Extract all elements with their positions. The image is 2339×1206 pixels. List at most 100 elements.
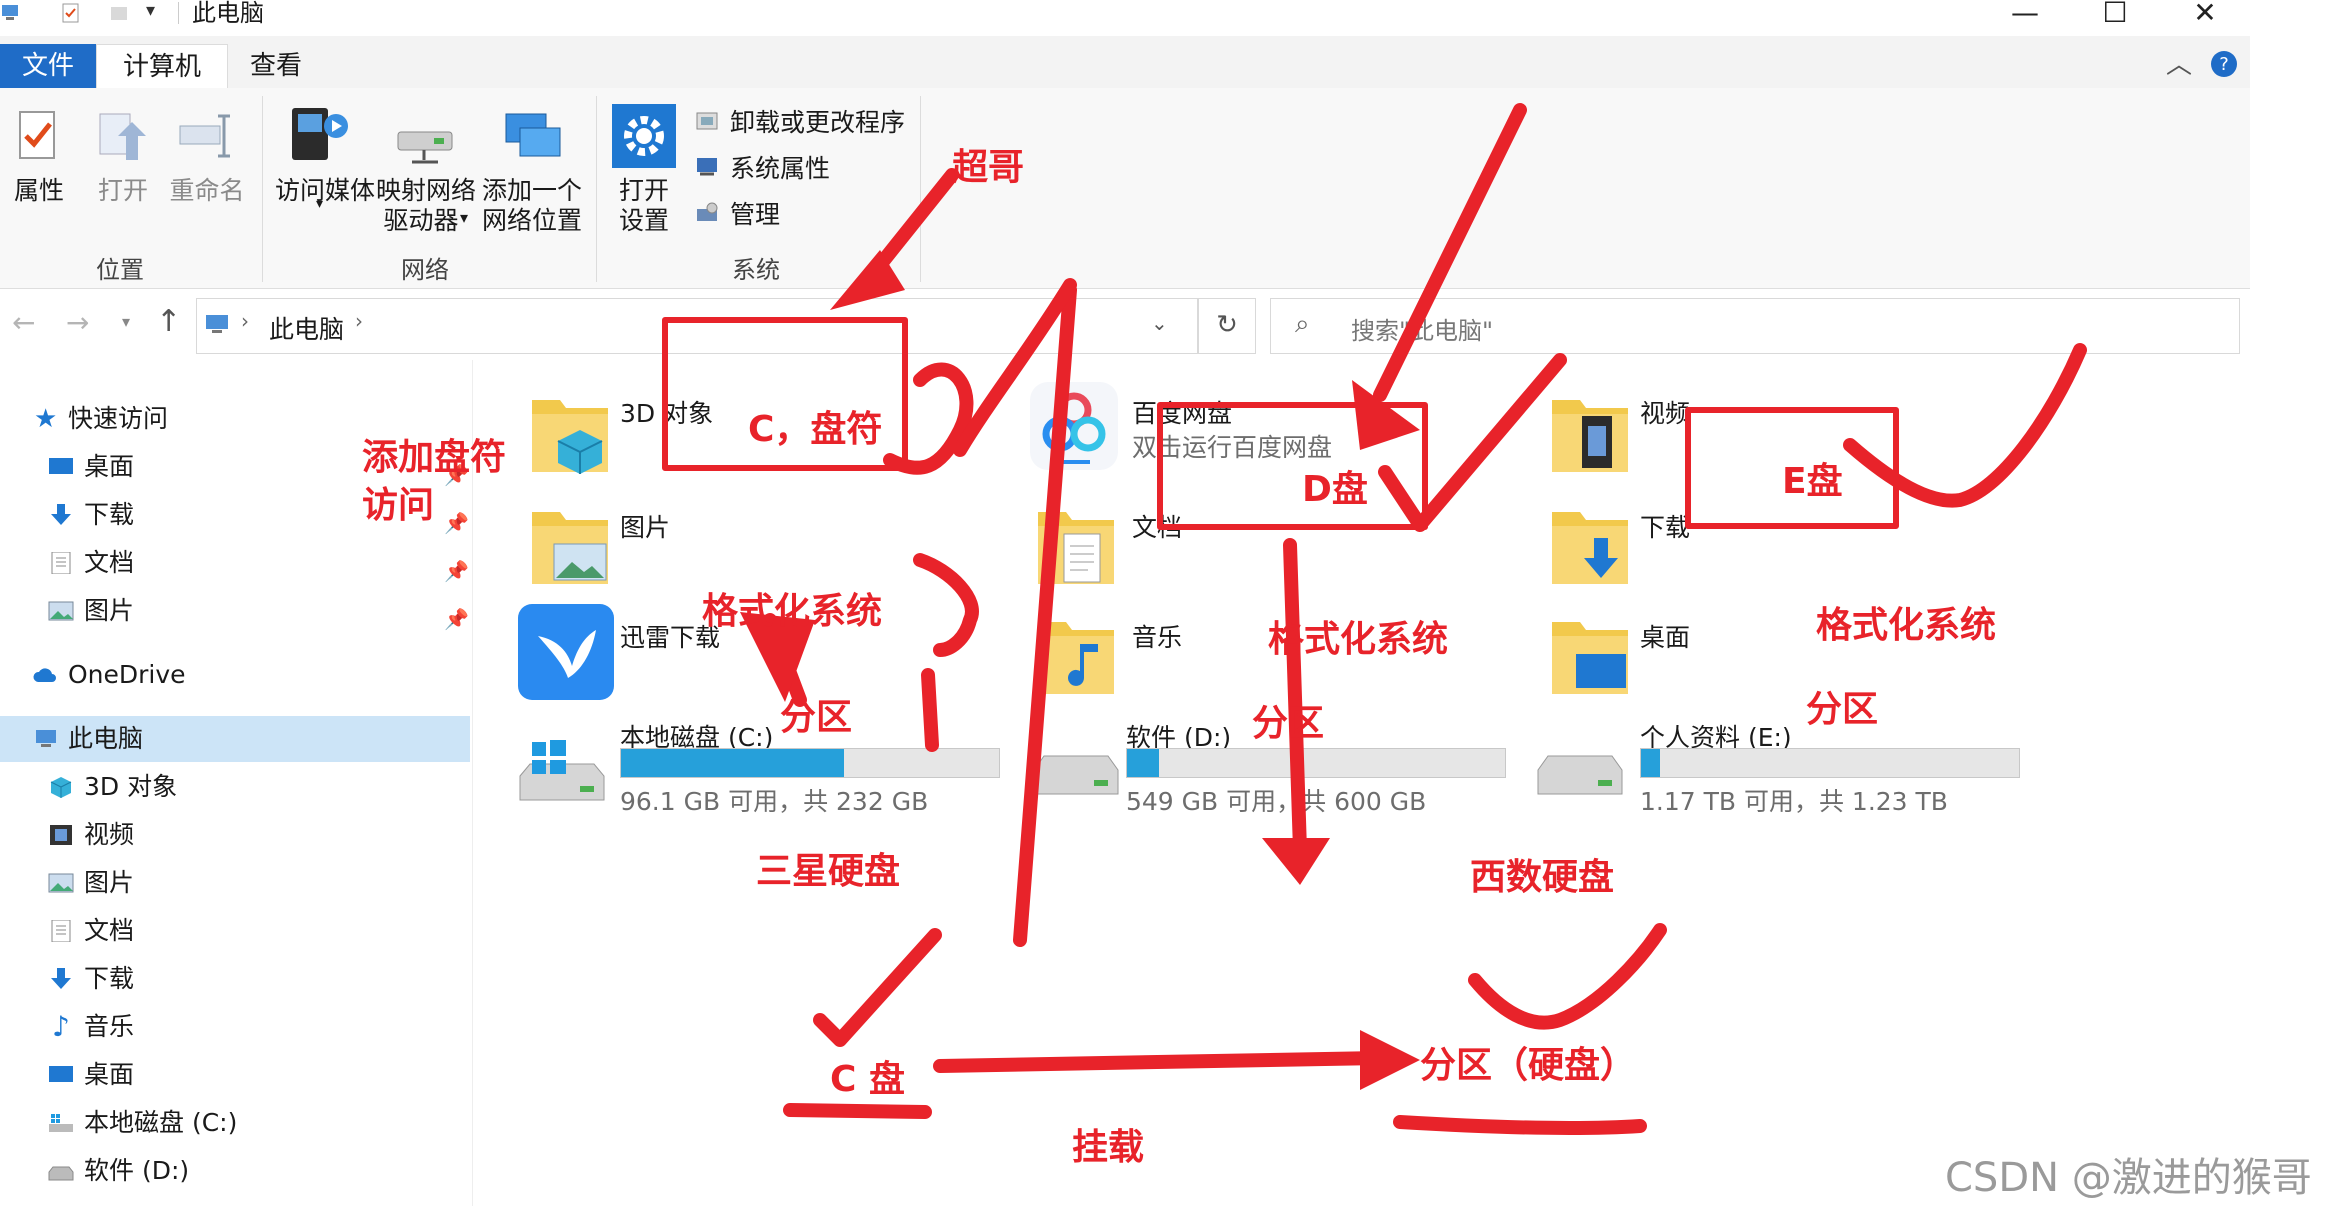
drive-name: 本地磁盘 (C:) (620, 723, 774, 752)
breadcrumb-chevron-icon[interactable]: › (355, 309, 363, 333)
nav-quick-access[interactable]: ★ 快速访问 (0, 396, 470, 442)
refresh-button[interactable]: ↻ (1198, 298, 1256, 354)
nav-label: 软件 (D:) (84, 1156, 190, 1185)
forward-button[interactable]: → (66, 306, 90, 339)
annotation-d-drive: D盘 (1302, 469, 1368, 510)
computer-icon[interactable] (0, 2, 22, 24)
minimize-button[interactable]: — (2011, 0, 2039, 29)
properties-check-icon[interactable] (60, 2, 82, 24)
download-arrow-icon (51, 968, 71, 989)
annotation-add-letter: 添加盘符 (362, 437, 507, 478)
videos-folder-icon (1552, 400, 1628, 472)
manage-icon (697, 202, 718, 221)
maximize-button[interactable]: ☐ (2102, 0, 2128, 29)
address-dropdown-icon[interactable]: ⌄ (1151, 311, 1168, 335)
nav-pictures[interactable]: 图片 (0, 860, 470, 906)
folder-documents[interactable]: 文档 (1026, 490, 1446, 590)
folder-videos[interactable]: 视频 (1540, 378, 1960, 478)
add-network-location-line1[interactable]: 添加一个 (481, 176, 582, 205)
nav-desktop[interactable]: 桌面 (0, 1052, 470, 1098)
nav-this-pc[interactable]: 此电脑 (0, 716, 470, 762)
folder-pictures[interactable]: 图片 (520, 490, 940, 590)
map-drive-dropdown-icon[interactable]: ▾ (460, 208, 469, 227)
windows-drive-icon (519, 740, 605, 801)
svg-text:?: ? (2219, 54, 2229, 75)
pin-icon[interactable]: 📌 (444, 511, 469, 535)
map-network-drive-icon (397, 131, 453, 164)
rename-button[interactable]: 重命名 (169, 176, 245, 205)
folder-desktop[interactable]: 桌面 (1540, 600, 1960, 704)
access-media-dropdown-icon[interactable]: ▾ (316, 196, 324, 212)
nav-qa-desktop[interactable]: 桌面 📌 (0, 444, 470, 490)
nav-documents[interactable]: 文档 (0, 908, 470, 954)
nav-local-disk-c[interactable]: 本地磁盘 (C:) (0, 1100, 470, 1146)
nav-videos[interactable]: 视频 (0, 812, 470, 858)
properties-button[interactable]: 属性 (13, 176, 64, 205)
app-xunlei[interactable]: 迅雷下载 (512, 600, 940, 704)
nav-3d-objects[interactable]: 3D 对象 (0, 764, 470, 810)
up-button[interactable]: ↑ (156, 304, 182, 339)
computer-icon (36, 730, 56, 747)
system-properties-button[interactable]: 系统属性 (730, 154, 831, 183)
annotation-format-c: 格式化系统 (702, 591, 883, 632)
close-button[interactable]: ✕ (2193, 0, 2217, 29)
nav-label: OneDrive (68, 660, 186, 689)
collapse-ribbon-icon[interactable]: ︿ (2166, 50, 2193, 80)
tab-view[interactable]: 查看 (250, 51, 303, 81)
title-bar: ▾ 此电脑 — ☐ ✕ (0, 0, 2250, 36)
nav-qa-downloads[interactable]: 下载 📌 (0, 492, 470, 538)
annotation-partition-d: 分区 (1252, 703, 1325, 744)
open-settings-line1[interactable]: 打开 (618, 176, 669, 205)
map-network-drive-line1[interactable]: 映射网络 (376, 176, 477, 205)
nav-music[interactable]: ♪ 音乐 (0, 1004, 470, 1050)
address-bar[interactable]: › 此电脑 › ⌄ (196, 298, 1198, 354)
nav-onedrive[interactable]: OneDrive (0, 652, 470, 698)
nav-label: 桌面 (84, 1060, 135, 1089)
uninstall-program-button[interactable]: 卸载或更改程序 (730, 108, 906, 137)
folder-downloads[interactable]: 下载 (1540, 490, 1960, 590)
search-box[interactable]: ⌕ 搜索"此电脑" (1270, 298, 2240, 354)
access-media-button[interactable]: 访问媒体 (274, 176, 375, 205)
drive-c[interactable]: 本地磁盘 (C:) 96.1 GB 可用，共 232 GB (512, 712, 1012, 822)
annotation-chaoge: 超哥 (952, 147, 1025, 188)
add-network-location-line2[interactable]: 网络位置 (481, 206, 582, 235)
item-name: 视频 (1640, 399, 1691, 428)
help-icon[interactable]: ? (2210, 50, 2238, 78)
search-input[interactable]: 搜索"此电脑" (1351, 317, 1494, 345)
open-button[interactable]: 打开 (97, 176, 148, 205)
app-baidu-netdisk[interactable]: 百度网盘 双击运行百度网盘 (1026, 378, 1446, 478)
map-network-drive-line2[interactable]: 驱动器 (383, 206, 459, 235)
breadcrumb-chevron-icon[interactable]: › (241, 309, 249, 333)
pin-icon[interactable]: 📌 (444, 463, 469, 487)
annotation-check (813, 928, 942, 1047)
recent-locations-icon[interactable]: ▾ (122, 312, 131, 331)
nav-software-d[interactable]: 软件 (D:) (0, 1148, 470, 1194)
nav-qa-documents[interactable]: 文档 📌 (0, 540, 470, 586)
tab-computer[interactable]: 计算机 (96, 44, 229, 89)
item-name: 桌面 (1640, 623, 1691, 652)
tab-file[interactable]: 文件 (0, 44, 96, 88)
back-button[interactable]: ← (12, 306, 36, 339)
group-label-location: 位置 (96, 256, 144, 284)
computer-icon (206, 315, 228, 333)
breadcrumb-this-pc[interactable]: 此电脑 (269, 315, 345, 344)
open-settings-line2[interactable]: 设置 (618, 206, 669, 235)
pin-icon[interactable]: 📌 (444, 607, 469, 631)
nav-label: 快速访问 (68, 404, 169, 433)
item-name: 迅雷下载 (620, 623, 721, 652)
nav-qa-pictures[interactable]: 图片 📌 (0, 588, 470, 634)
3d-objects-folder-icon (532, 400, 608, 474)
annotation-c-pan: C 盘 (830, 1059, 905, 1100)
downloads-folder-icon (1552, 512, 1628, 584)
drive-e[interactable]: 个人资料 (E:) 1.17 TB 可用，共 1.23 TB (1530, 712, 2030, 822)
new-folder-icon[interactable] (108, 2, 130, 24)
annotation-e-drive: E盘 (1782, 461, 1843, 502)
quick-access-dropdown-icon[interactable]: ▾ (146, 0, 156, 21)
open-icon (99, 113, 146, 160)
manage-button[interactable]: 管理 (730, 200, 781, 229)
annotation-partition-e: 分区 (1806, 689, 1879, 730)
nav-downloads[interactable]: 下载 (0, 956, 470, 1002)
drive-d[interactable]: 软件 (D:) 549 GB 可用，共 600 GB (1026, 712, 1526, 822)
pin-icon[interactable]: 📌 (444, 559, 469, 583)
nav-label: 此电脑 (68, 724, 144, 753)
